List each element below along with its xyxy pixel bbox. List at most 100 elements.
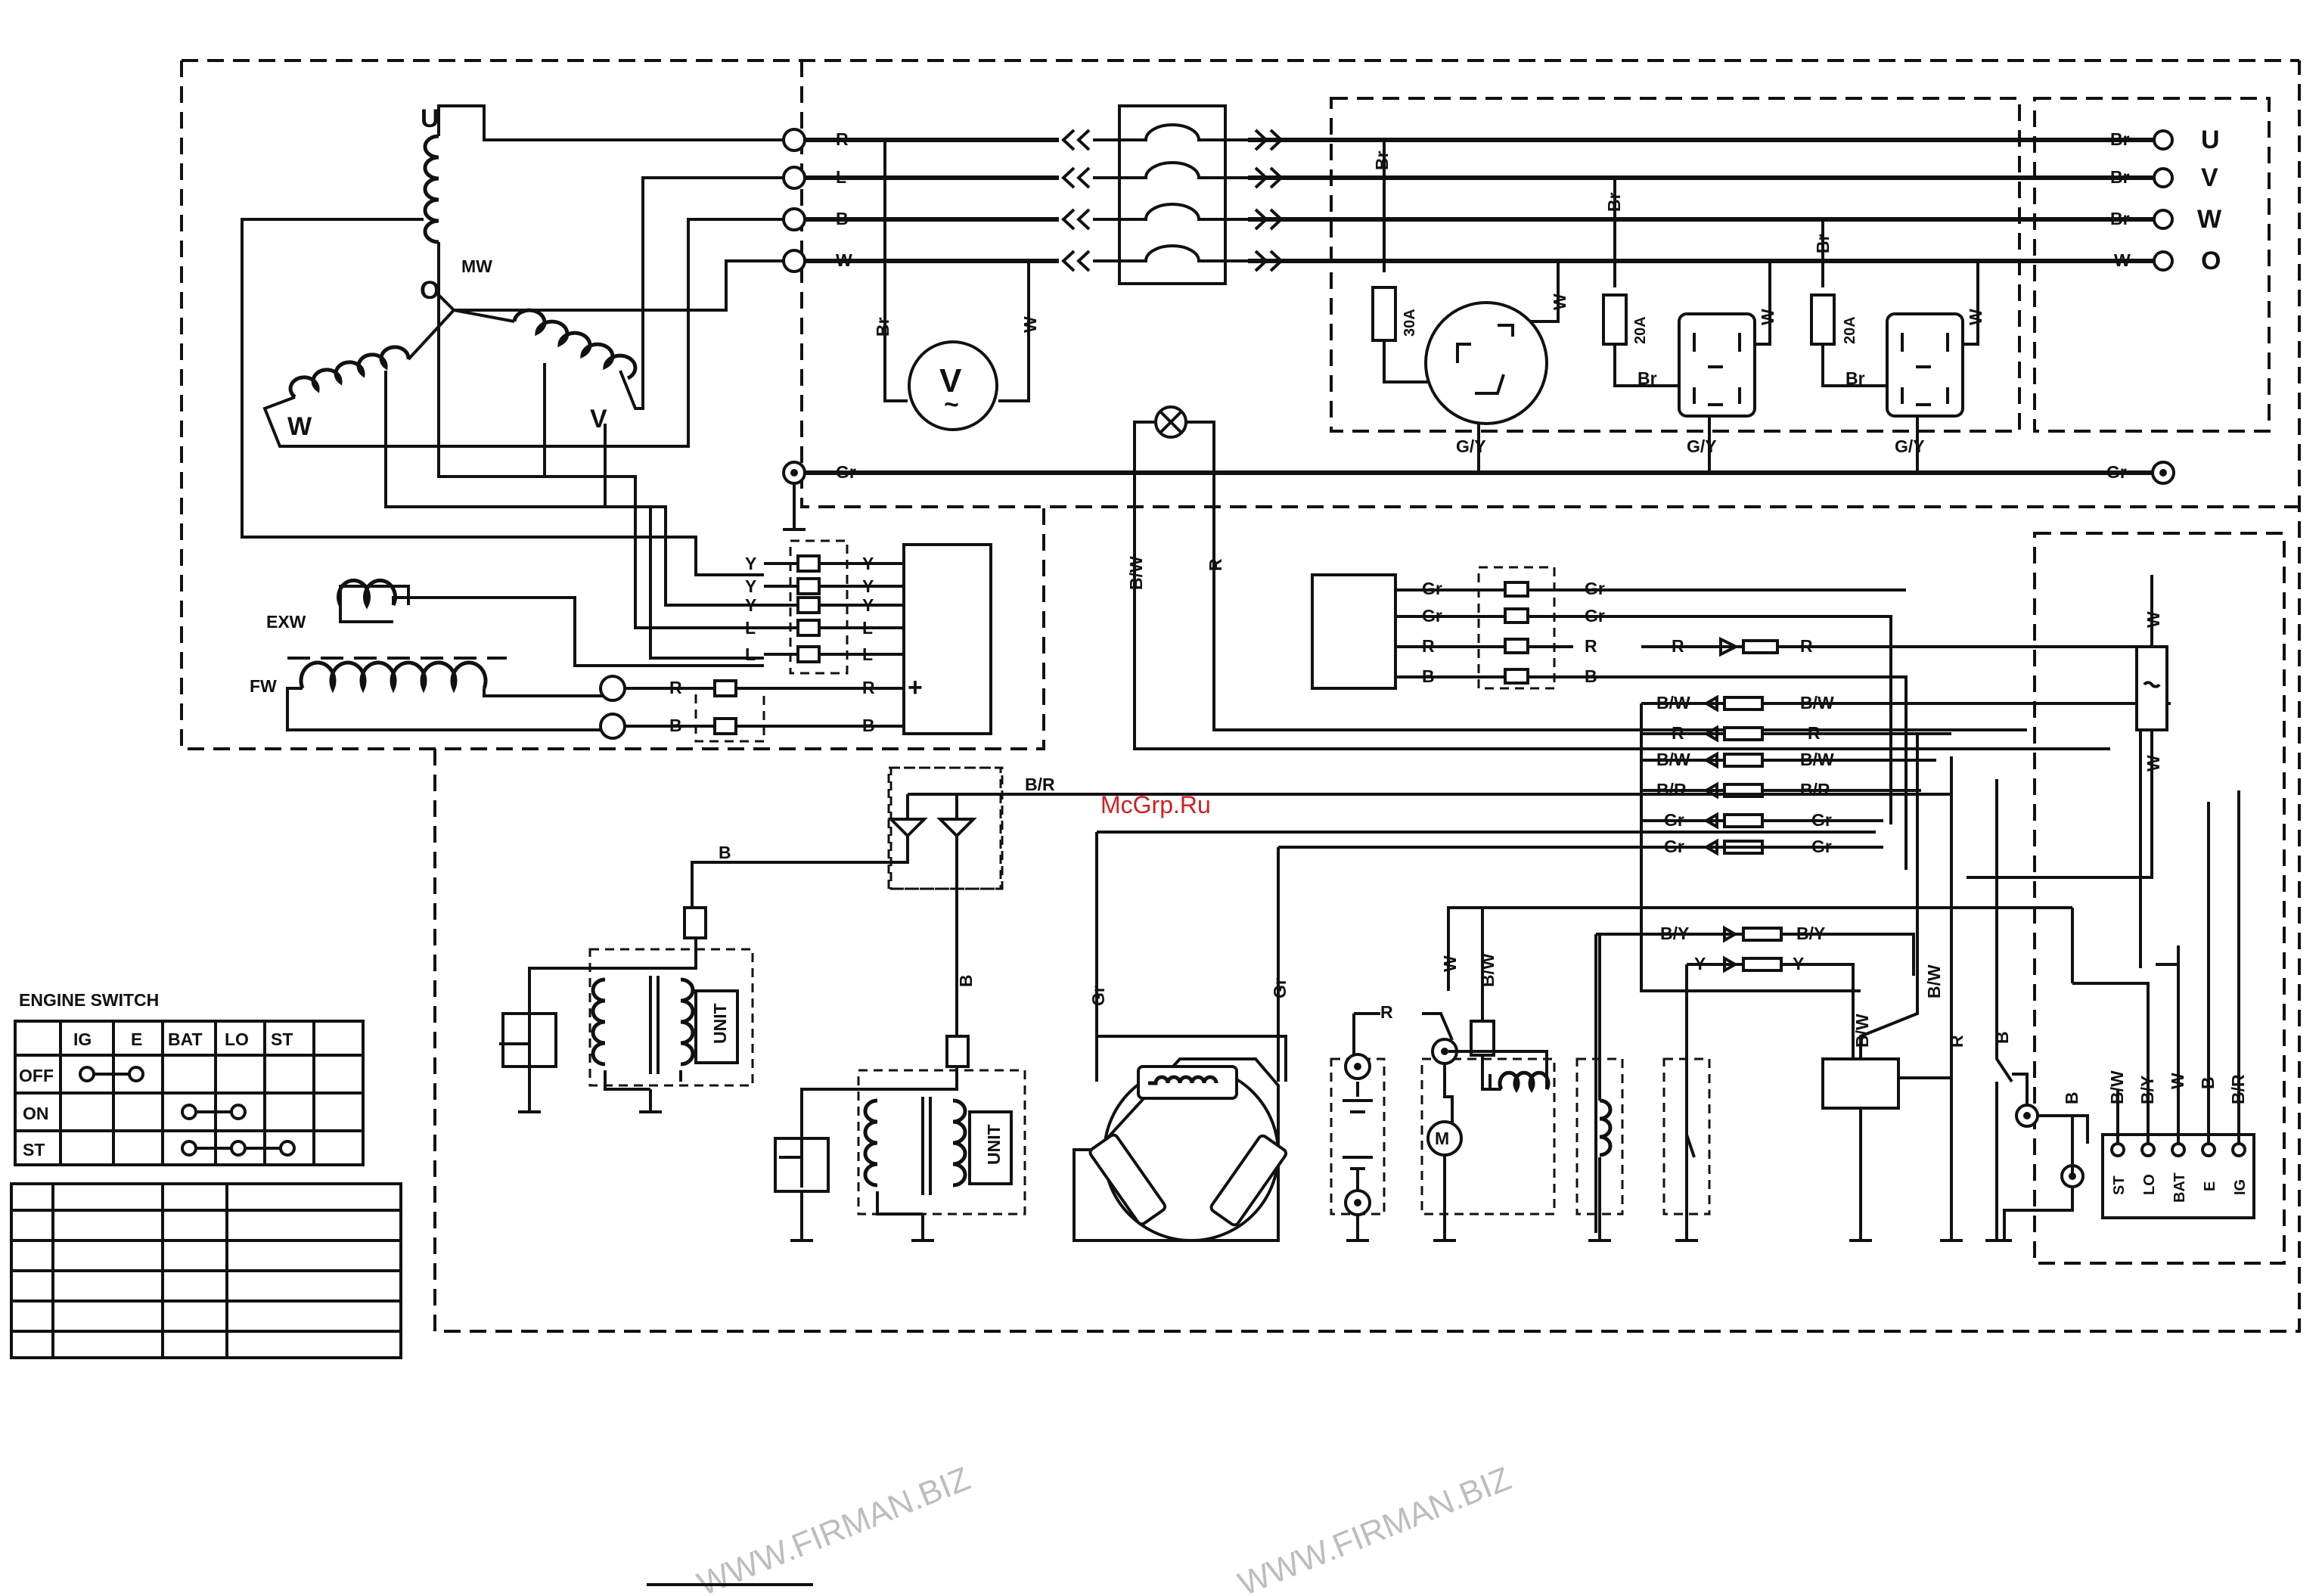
charge-gr-label-1: Gr — [1088, 986, 1108, 1006]
ground-gy-label-2: G/Y — [1687, 436, 1717, 456]
diode-r-out: R — [1800, 636, 1813, 656]
outlet2-br-label: Br — [1638, 368, 1657, 388]
outlet-panel: Br 30A W Br 20A Br W Br 20A Br W G/Y G/Y… — [1371, 140, 1985, 473]
ignition-unit-2 — [968, 1110, 1013, 1185]
winding-u-label: U — [421, 104, 439, 133]
output-u: U — [2201, 126, 2220, 154]
output-v: V — [2201, 163, 2218, 192]
avr-y-out-3: Y — [862, 595, 874, 615]
es-col-st: ST — [271, 1029, 293, 1049]
ctrl-gr-out-2: Gr — [1585, 606, 1605, 626]
harness-y: Y — [1694, 954, 1706, 973]
wire-label-b: B — [836, 209, 849, 228]
avr-y-out-1: Y — [862, 554, 874, 573]
ignition-b-label: B — [956, 974, 976, 987]
starter-bw-label: B/W — [1478, 953, 1498, 987]
wire-label-r: R — [836, 129, 849, 149]
ign-term-e: E — [2202, 1181, 2218, 1191]
diode-b-label: B — [719, 843, 731, 862]
harness-r: R — [1672, 723, 1684, 743]
avr-b-label: B — [862, 716, 875, 735]
ignition-coil-2: UNIT — [774, 1035, 1013, 1242]
voltmeter-symbol: V — [939, 362, 962, 399]
watermark-2: WWW.FIRMAN.BIZ — [1233, 1460, 1516, 1596]
control-connector: Gr Gr R B Gr Gr R B R R — [1311, 573, 2142, 968]
avr-l-out-1: L — [862, 618, 873, 638]
harness-by-out: B/Y — [1796, 924, 1825, 943]
es-col-e: E — [131, 1029, 142, 1049]
harness-gr-out-1: Gr — [1811, 810, 1832, 830]
diode-r-in: R — [1672, 636, 1684, 656]
fuse-30a-br-label: Br — [1372, 151, 1392, 170]
fuse-20a-2-br-label: Br — [1813, 234, 1833, 253]
avr-unit — [902, 543, 992, 735]
ign-wire-bw: B/W — [2107, 1070, 2127, 1104]
fuse-30a-rating: 30A — [1402, 309, 1418, 337]
avr-l-label-2: L — [745, 644, 756, 664]
es-col-bat: BAT — [168, 1029, 203, 1049]
battery: R — [1343, 1002, 1393, 1242]
ac-output-bus: R L B W V ~ Br W — [782, 104, 2163, 431]
duplex-outlet-1 — [1678, 312, 1756, 418]
output-terminals: Br Br Br W U V W O — [2110, 126, 2222, 275]
out-br-label-2: Br — [2110, 167, 2130, 187]
ctrl-gr-label-1: Gr — [1422, 579, 1442, 598]
ignition-unit-2-label: UNIT — [984, 1124, 1004, 1165]
harness-gr-1: Gr — [1664, 810, 1684, 830]
harness-y-out: Y — [1793, 954, 1804, 973]
starter-motor-icon — [1426, 1120, 1463, 1157]
terminal-l — [782, 166, 806, 190]
avr-l-label-1: L — [745, 618, 756, 638]
avr-l-out-2: L — [862, 644, 873, 664]
harness-by: B/Y — [1660, 924, 1689, 943]
ctrl-b-out: B — [1585, 666, 1597, 686]
winding-v-label: V — [590, 405, 607, 433]
circuit-breaker — [1118, 104, 1227, 285]
module-bw-label-1: B/W — [1852, 1014, 1872, 1048]
ground-gr-label: Gr — [836, 462, 856, 482]
control-unit — [1311, 573, 1397, 690]
voltmeter-w-label: W — [1020, 316, 1040, 333]
harness-connectors: B/W R B/W B/R Gr Gr B/W R B/W B/R Gr Gr … — [1594, 693, 2171, 1233]
stator-windings: U MW O V W EXW FW — [241, 104, 794, 731]
es-col-ig: IG — [73, 1029, 92, 1049]
harness-bw-1: B/W — [1656, 693, 1690, 713]
main-fuse-w-top: W — [2144, 611, 2163, 628]
ctrl-gr-label-2: Gr — [1422, 606, 1442, 626]
outlet1-w-label: W — [1550, 293, 1569, 310]
ground-gy-label-3: G/Y — [1895, 436, 1925, 456]
fuse-20a-1-br-label: Br — [1604, 192, 1624, 212]
harness-r-out: R — [1808, 723, 1821, 743]
ign-wire-b: B — [2062, 1091, 2081, 1104]
main-fuse-icon — [2135, 645, 2168, 731]
avr-plus: + — [908, 673, 923, 702]
lamp-bw-label: B/W — [1126, 556, 1146, 590]
winding-exw-label: EXW — [266, 612, 306, 632]
avr-r-label: R — [862, 678, 875, 697]
output-w: W — [2197, 205, 2222, 234]
avr-y-out-2: Y — [862, 576, 874, 596]
avr-block: Y Y Y L L Y Y Y L L R B R B + — [599, 543, 992, 740]
engine-switch-table: ENGINE SWITCH IG E BAT LO ST OFF ON ST — [10, 990, 402, 1359]
harness-bw-2: B/W — [1656, 750, 1690, 769]
ignition-unit-1-label: UNIT — [710, 1003, 730, 1044]
avr-y-label-2: Y — [745, 576, 756, 596]
module-b-label: B — [1992, 1031, 2012, 1044]
ctrl-gr-out-1: Gr — [1585, 579, 1605, 598]
out-w-label: W — [2114, 250, 2131, 270]
pilot-lamp: B/W R — [1126, 405, 2110, 750]
fw-r-label: R — [669, 678, 682, 697]
winding-mw-label: MW — [461, 256, 492, 276]
main-fuse: W W — [1967, 575, 2168, 879]
es-col-lo: LO — [225, 1029, 249, 1049]
ground-out-gr-label: Gr — [2106, 462, 2127, 482]
fuse-20a-1 — [1602, 293, 1628, 346]
enclosure-boundaries — [180, 59, 2301, 1333]
wire-label-w: W — [836, 250, 852, 270]
winding-fw-label: FW — [250, 676, 277, 696]
voltmeter — [908, 340, 998, 431]
starter-motor-label: M — [1435, 1129, 1449, 1148]
twistlock-outlet — [1424, 301, 1548, 425]
es-row-st: ST — [23, 1140, 45, 1160]
